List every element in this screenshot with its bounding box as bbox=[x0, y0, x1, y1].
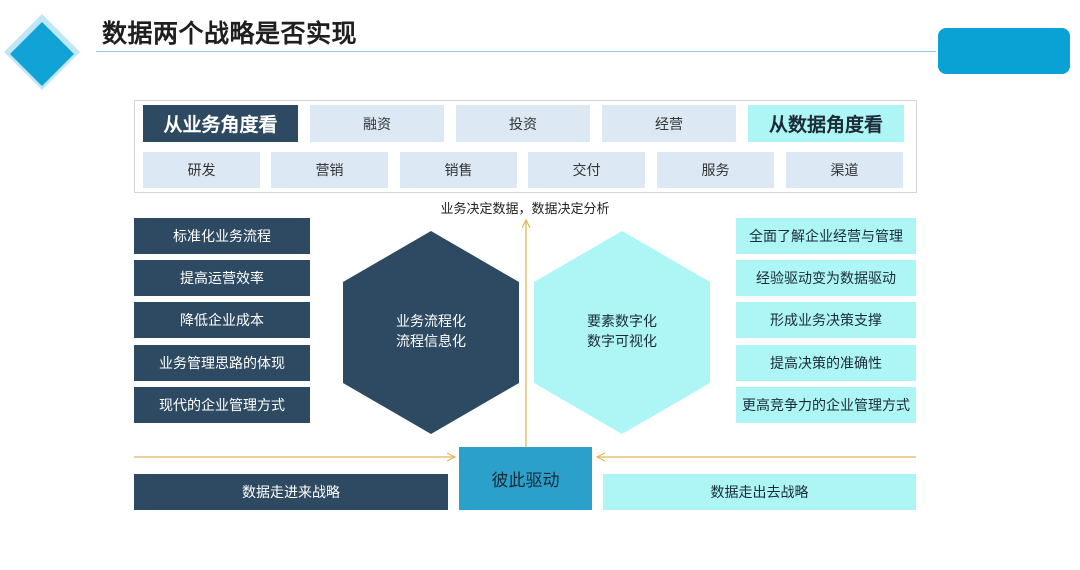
left-item-4: 业务管理思路的体现 bbox=[134, 345, 310, 381]
business-item-rnd: 研发 bbox=[143, 152, 260, 188]
business-item-operation: 经营 bbox=[602, 105, 736, 142]
left-hex-text: 业务流程化 流程信息化 bbox=[355, 307, 507, 357]
business-item-sales: 销售 bbox=[400, 152, 517, 188]
right-item-3: 形成业务决策支撑 bbox=[736, 302, 916, 338]
right-hex-line2: 数字可视化 bbox=[587, 334, 657, 350]
right-hexagon bbox=[534, 231, 710, 434]
business-item-service: 服务 bbox=[657, 152, 774, 188]
mutual-drive-box: 彼此驱动 bbox=[459, 447, 592, 510]
left-hex-line1: 业务流程化 bbox=[396, 314, 466, 330]
right-hex-text: 要素数字化 数字可视化 bbox=[546, 307, 698, 357]
diamond-logo-icon bbox=[4, 14, 80, 90]
top-caption: 业务决定数据，数据决定分析 bbox=[440, 202, 610, 217]
right-item-2: 经验驱动变为数据驱动 bbox=[736, 260, 916, 296]
right-item-5: 更高竞争力的企业管理方式 bbox=[736, 387, 916, 423]
left-item-2: 提高运营效率 bbox=[134, 260, 310, 296]
left-item-1: 标准化业务流程 bbox=[134, 218, 310, 254]
title-underline bbox=[96, 51, 936, 52]
left-item-5: 现代的企业管理方式 bbox=[134, 387, 310, 423]
right-hex-line1: 要素数字化 bbox=[587, 314, 657, 330]
data-view-heading: 从数据角度看 bbox=[748, 105, 904, 142]
bottom-left-strategy: 数据走进来战略 bbox=[134, 474, 448, 510]
business-item-delivery: 交付 bbox=[528, 152, 645, 188]
right-item-1: 全面了解企业经营与管理 bbox=[736, 218, 916, 254]
business-item-investment: 投资 bbox=[456, 105, 590, 142]
business-view-heading: 从业务角度看 bbox=[143, 105, 298, 142]
business-item-channel: 渠道 bbox=[786, 152, 903, 188]
page-title: 数据两个战略是否实现 bbox=[102, 19, 358, 48]
left-hexagon bbox=[343, 231, 519, 434]
bottom-right-strategy: 数据走出去战略 bbox=[603, 474, 916, 510]
header-decoration-pill bbox=[938, 28, 1070, 74]
business-item-marketing: 营销 bbox=[271, 152, 388, 188]
left-item-3: 降低企业成本 bbox=[134, 302, 310, 338]
left-hex-line2: 流程信息化 bbox=[396, 334, 466, 350]
business-item-financing: 融资 bbox=[310, 105, 444, 142]
right-item-4: 提高决策的准确性 bbox=[736, 345, 916, 381]
